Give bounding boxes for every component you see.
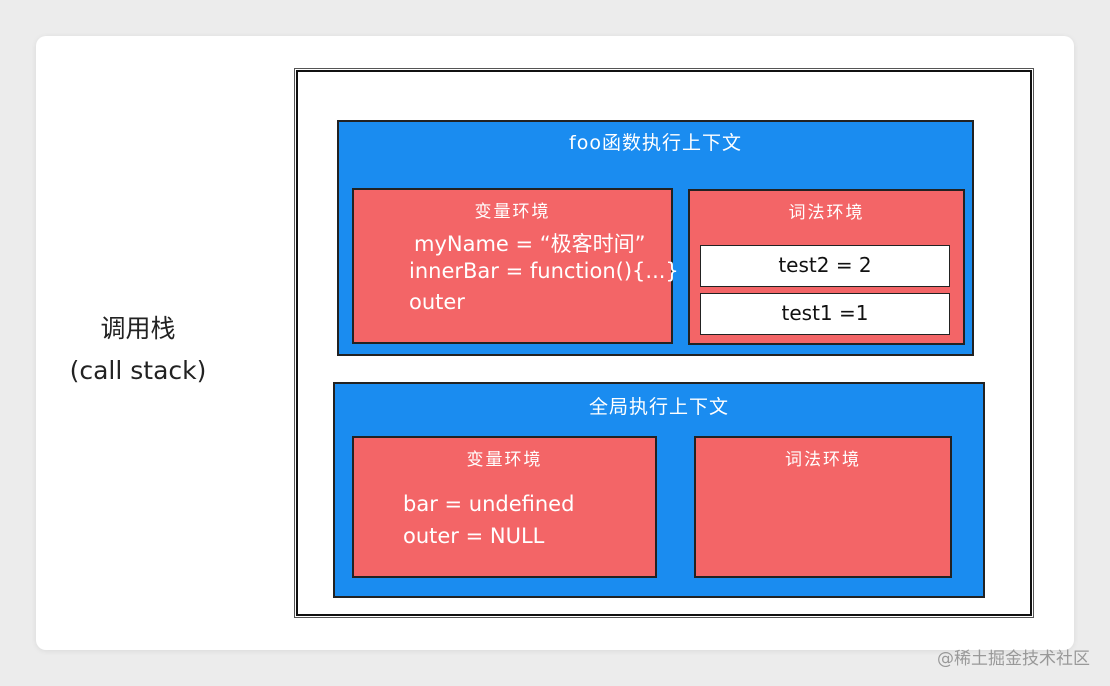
lexical-item-test2: test2 = 2 (700, 245, 950, 287)
foo-variable-environment: 变量环境 myName = “极客时间” innerBar = function… (352, 188, 679, 344)
global-var-line-bar: bar = undefined (403, 492, 575, 516)
call-stack-frame (294, 68, 1034, 618)
call-stack-subtitle: (call stack) (69, 356, 207, 385)
foo-variable-env-title: 变量环境 (474, 202, 551, 222)
global-lexical-env-title: 词法环境 (785, 450, 861, 470)
global-variable-env-title: 变量环境 (466, 450, 543, 470)
foo-var-line-outer: outer (409, 290, 465, 314)
lexical-item-test1: test1 =1 (700, 293, 950, 335)
global-lexical-environment: 词法环境 (694, 436, 952, 578)
global-variable-environment: 变量环境 bar = undefined outer = NULL (352, 436, 657, 578)
global-execution-context: 全局执行上下文 变量环境 bar = undefined outer = NUL… (333, 382, 985, 598)
foo-lexical-env-title: 词法环境 (788, 203, 865, 223)
global-var-line-outer: outer = NULL (403, 524, 545, 548)
foo-execution-context: foo函数执行上下文 变量环境 myName = “极客时间” innerBar… (337, 120, 974, 356)
call-stack-label: 调用栈 (call stack) (58, 308, 218, 392)
watermark: @稀土掘金技术社区 (937, 649, 1090, 669)
call-stack-title: 调用栈 (100, 314, 176, 343)
foo-context-title: foo函数执行上下文 (569, 132, 742, 154)
global-context-title: 全局执行上下文 (588, 396, 729, 418)
foo-var-line-myname: myName = “极客时间” (414, 232, 646, 256)
foo-lexical-environment: 词法环境 test2 = 2 test1 =1 (688, 189, 965, 345)
foo-var-line-innerbar: innerBar = function(){...} (409, 259, 679, 283)
